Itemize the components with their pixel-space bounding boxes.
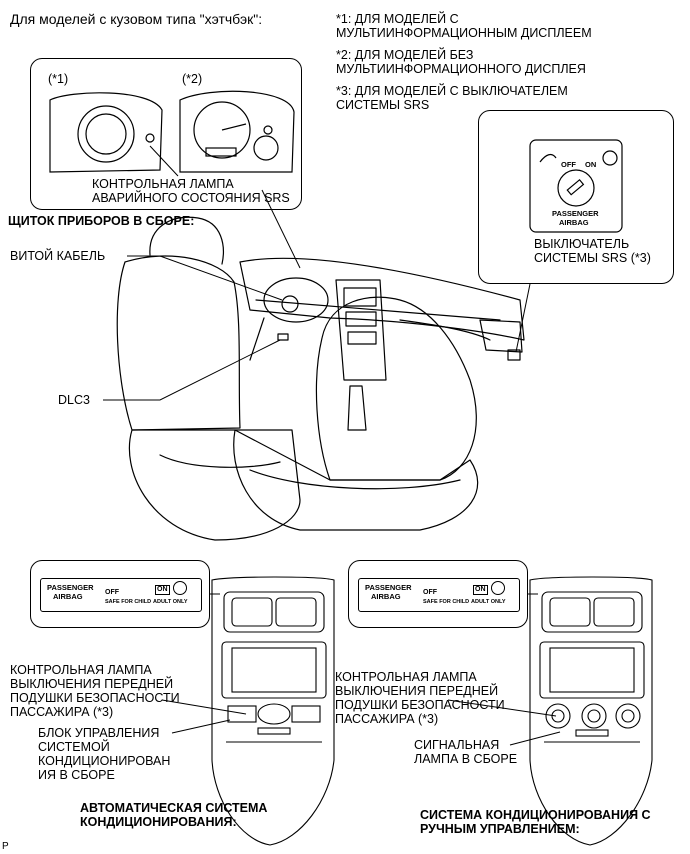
srs-switch-on: ON [585, 160, 597, 169]
note-1-line2: МУЛЬТИИНФОРМАЦИОННЫМ ДИСПЛЕЕМ [336, 26, 592, 40]
spiral-cable-leader [127, 255, 283, 301]
note-2-line1: *2: ДЛЯ МОДЕЛЕЙ БЕЗ [336, 48, 474, 62]
left-lamp-label-4: ПАССАЖИРА (*3) [10, 705, 114, 719]
signal-lamp-label-1: СИГНАЛЬНАЯ [414, 738, 500, 752]
left-lamp-leader [161, 699, 247, 715]
instrument-cluster-assembly-label: ЩИТОК ПРИБОРОВ В СБОРЕ: [8, 214, 195, 228]
note-1-line1: *1: ДЛЯ МОДЕЛЕЙ С [336, 12, 459, 26]
note-2-line2: МУЛЬТИИНФОРМАЦИОННОГО ДИСПЛЕЯ [336, 62, 586, 76]
right-indicator-on: ON [473, 585, 488, 595]
right-indicator-airbag: AIRBAG [371, 592, 401, 601]
dlc3-label: DLC3 [58, 393, 90, 407]
left-indicator-on: ON [155, 585, 170, 595]
left-indicator-off: OFF [105, 589, 119, 596]
right-lamp-leader [447, 699, 557, 717]
signal-lamp-label-2: ЛАМПА В СБОРЕ [414, 752, 518, 766]
figure-code: P [2, 841, 9, 852]
right-panel-title-1: СИСТЕМА КОНДИЦИОНИРОВАНИЯ С [420, 808, 651, 822]
right-indicator-safe-for-child: SAFE FOR CHILD [423, 599, 470, 605]
srs-switch-passenger: PASSENGER [552, 209, 599, 218]
cluster-tag-2: (*2) [182, 72, 203, 86]
srs-key-cylinder [557, 169, 595, 207]
left-ac-label-1: БЛОК УПРАВЛЕНИЯ [38, 726, 160, 740]
right-indicator-off: OFF [423, 589, 437, 596]
left-panel-title-1: АВТОМАТИЧЕСКАЯ СИСТЕМА [80, 801, 268, 815]
no-child-seat-icon [491, 581, 505, 595]
left-panel-title-2: КОНДИЦИОНИРОВАНИЯ: [80, 815, 237, 829]
passenger-seat-back [315, 296, 477, 481]
srs-warning-lamp-label-2: АВАРИЙНОГО СОСТОЯНИЯ SRS [92, 191, 290, 205]
left-ac-leader [171, 719, 231, 734]
left-lamp-label-1: КОНТРОЛЬНАЯ ЛАМПА [10, 663, 152, 677]
srs-switch-to-dash-line [515, 283, 531, 353]
left-indicator-passenger: PASSENGER [47, 583, 94, 592]
left-ac-label-3: КОНДИЦИОНИРОВАН [38, 754, 171, 768]
srs-switch-inset [478, 110, 674, 284]
cluster-tag-1: (*1) [48, 72, 69, 86]
right-lamp-label-1: КОНТРОЛЬНАЯ ЛАМПА [335, 670, 477, 684]
right-lamp-label-4: ПАССАЖИРА (*3) [335, 712, 439, 726]
left-indicator-safe-for-child: SAFE FOR CHILD [105, 599, 152, 605]
left-indicator-airbag: AIRBAG [53, 592, 83, 601]
srs-switch-label-2: СИСТЕМЫ SRS (*3) [534, 251, 651, 265]
spiral-cable-label: ВИТОЙ КАБЕЛЬ [10, 249, 106, 263]
cluster-2-speedo [193, 101, 251, 159]
right-indicator-adult-only: ADULT ONLY [471, 599, 506, 605]
note-3-line2: СИСТЕМЫ SRS [336, 98, 430, 112]
steering-wheel [263, 277, 329, 323]
right-indicator-panel: PASSENGER AIRBAG OFF SAFE FOR CHILD ON A… [358, 578, 520, 612]
srs-switch-airbag: AIRBAG [559, 218, 589, 227]
driver-seat-cushion [128, 429, 301, 541]
srs-switch-body [529, 139, 623, 233]
left-indicator-panel: PASSENGER AIRBAG OFF SAFE FOR CHILD ON A… [40, 578, 202, 612]
right-panel-title-2: РУЧНЫМ УПРАВЛЕНИЕМ: [420, 822, 580, 836]
left-lamp-label-3: ПОДУШКИ БЕЗОПАСНОСТИ [10, 691, 180, 705]
instrument-cluster-inset [30, 58, 302, 210]
left-indicator-adult-only: ADULT ONLY [153, 599, 188, 605]
right-lamp-label-3: ПОДУШКИ БЕЗОПАСНОСТИ [335, 698, 505, 712]
center-stack [335, 279, 387, 381]
model-note: Для моделей с кузовом типа "хэтчбэк": [10, 11, 263, 27]
cluster-lamp-leader [149, 145, 179, 177]
srs-switch-location [507, 349, 521, 361]
right-signal-leader [509, 731, 561, 746]
left-lamp-label-2: ВЫКЛЮЧЕНИЯ ПЕРЕДНЕЙ [10, 677, 174, 691]
srs-switch-off: OFF [561, 160, 576, 169]
note-3-line1: *3: ДЛЯ МОДЕЛЕЙ С ВЫКЛЮЧАТЕЛЕМ [336, 84, 568, 98]
no-child-seat-icon [173, 581, 187, 595]
left-ac-label-4: ИЯ В СБОРЕ [38, 768, 115, 782]
srs-switch-label-1: ВЫКЛЮЧАТЕЛЬ [534, 237, 630, 251]
cluster-2-housing [179, 90, 295, 173]
dlc3-leader [103, 339, 281, 401]
right-indicator-passenger: PASSENGER [365, 583, 412, 592]
right-console [529, 576, 653, 846]
cluster-1-housing [49, 92, 163, 173]
driver-seat-back [116, 255, 241, 431]
dashboard [239, 257, 525, 341]
dlc3-connector [277, 333, 289, 341]
cluster-to-dash-line [261, 189, 301, 269]
cluster-1-speedo [77, 105, 135, 163]
srs-warning-lamp-label-1: КОНТРОЛЬНАЯ ЛАМПА [92, 177, 234, 191]
left-console [211, 576, 335, 846]
driver-seat-headrest [149, 216, 224, 265]
passenger-seat-cushion [233, 429, 479, 531]
left-ac-label-2: СИСТЕМОЙ [38, 740, 110, 754]
right-lamp-label-2: ВЫКЛЮЧЕНИЯ ПЕРЕДНЕЙ [335, 684, 499, 698]
